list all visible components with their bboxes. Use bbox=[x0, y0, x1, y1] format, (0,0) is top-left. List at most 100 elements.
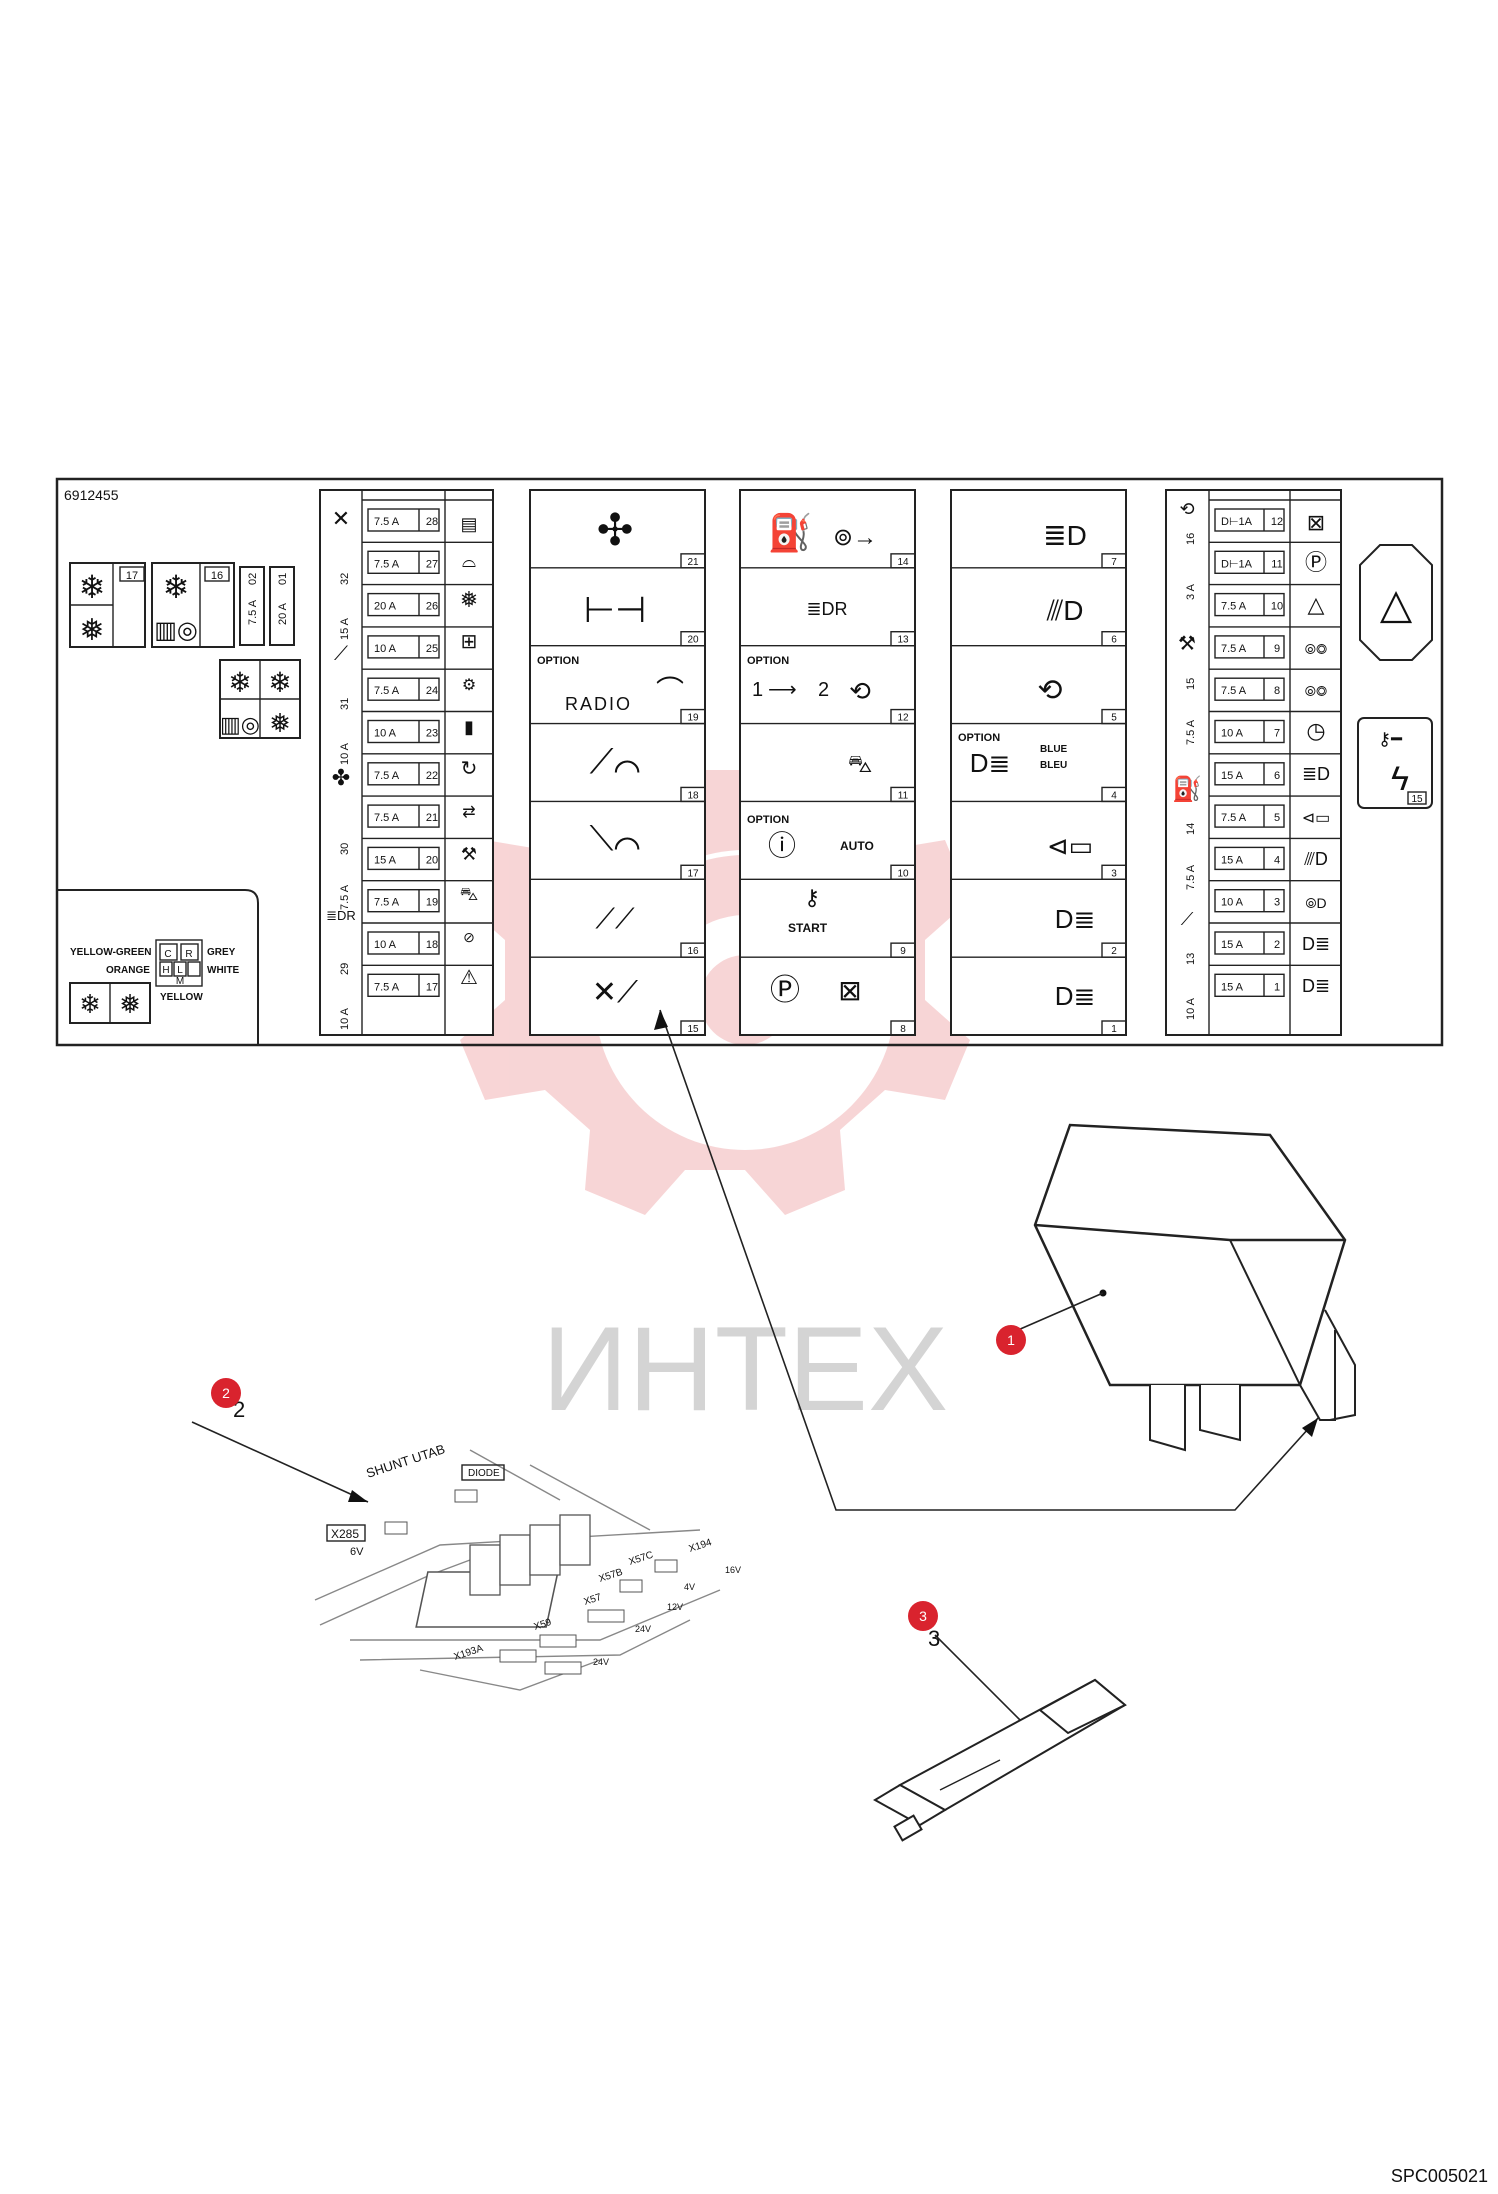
fuse-b-side-num: 16 bbox=[1185, 533, 1197, 545]
relay-start-9: START bbox=[788, 921, 828, 935]
no-seat-icon: ⊠ bbox=[1307, 510, 1325, 535]
fuse-a-num: 22 bbox=[426, 770, 438, 782]
beacon-rotate-icon: ⟲ bbox=[849, 676, 871, 706]
fuse-a-num: 26 bbox=[426, 601, 438, 613]
fuse-b-num: 12 bbox=[1271, 516, 1283, 528]
shunt-title: SHUNT UTAB bbox=[364, 1441, 446, 1481]
callout-badge-2[interactable]: 2 bbox=[211, 1378, 241, 1408]
relay-option-19: OPTION bbox=[537, 655, 579, 667]
fuse-slot bbox=[1214, 635, 1285, 659]
relay-num: 8 bbox=[900, 1024, 906, 1035]
fuse-a-amp: 7.5 A bbox=[374, 685, 400, 697]
fuse-a-num: 24 bbox=[426, 685, 438, 697]
fuse-a-amp: 7.5 A bbox=[374, 981, 400, 993]
legend-l: L bbox=[177, 965, 183, 976]
relay-part bbox=[1017, 1123, 1356, 1452]
fuse-slot bbox=[367, 931, 440, 955]
relay-tag-box bbox=[680, 1020, 706, 1036]
shunt-x57c: X57C bbox=[628, 1550, 655, 1568]
fuse-slot bbox=[1214, 804, 1285, 828]
fuse-b-amp: 7.5 A bbox=[1221, 685, 1247, 697]
relay-num: 11 bbox=[898, 790, 909, 801]
shunt-12v: 12V bbox=[667, 1602, 683, 1612]
fuse-b-num: 11 bbox=[1271, 558, 1282, 570]
brake-icon: ⓘ bbox=[768, 830, 796, 861]
fuse-slot bbox=[1214, 931, 1285, 955]
fuse-a-num: 23 bbox=[426, 728, 438, 740]
work-light-icon: D≣ bbox=[1302, 976, 1330, 996]
relay-dr-13: ≣DR bbox=[806, 599, 847, 619]
wiper-icon: ⟋ bbox=[1181, 909, 1194, 929]
relay-num: 6 bbox=[1111, 635, 1117, 646]
fuse-slot bbox=[1214, 508, 1285, 532]
relay-blue-4: BLUE bbox=[1040, 744, 1068, 755]
legend-yellow: YELLOW bbox=[160, 992, 203, 1003]
wash-icon: ⌓ bbox=[462, 551, 476, 571]
snowflake-icon: ❄ bbox=[79, 989, 101, 1019]
left-fuse-amp-01: 20 A bbox=[277, 602, 289, 625]
fuse-a-num: 19 bbox=[426, 897, 438, 909]
fuse-slot bbox=[367, 635, 440, 659]
shunt-x285: X285 bbox=[331, 1527, 359, 1541]
fuse-b-side-amp: 3 A bbox=[1185, 583, 1197, 600]
fuse-slot bbox=[1214, 846, 1285, 871]
callout-badge-1[interactable]: 1 bbox=[996, 1325, 1026, 1355]
shunt-6v: 6V bbox=[350, 1546, 364, 1558]
fuse-b-amp: 15 A bbox=[1221, 981, 1244, 993]
fuse-slot bbox=[1214, 592, 1285, 617]
heater-icon: ▥◎ bbox=[220, 712, 260, 737]
fuse-b-num: 5 bbox=[1274, 812, 1280, 824]
relay-seq-1: 1 bbox=[752, 679, 763, 701]
legend-white: WHITE bbox=[207, 965, 240, 976]
fuse-b-side-amp: 10 A bbox=[1185, 997, 1197, 1020]
rotate-icon: ↻ bbox=[461, 758, 478, 780]
legend-r: R bbox=[185, 949, 192, 960]
key-switch-label: ⚷━ ϟ 15 bbox=[1357, 717, 1433, 809]
headlight-low-icon: ⫻D bbox=[1304, 849, 1328, 869]
left-fuse-num-02: 02 bbox=[247, 573, 259, 585]
working-light-icon: ⊚→ bbox=[833, 524, 877, 551]
fuse-a-amp: 7.5 A bbox=[374, 897, 400, 909]
fuse-b-num: 4 bbox=[1274, 854, 1280, 866]
grease-tube-part: 3 bbox=[873, 1626, 1127, 1842]
beacon-icon: ⟲ bbox=[1179, 499, 1194, 519]
fuse-slot bbox=[1214, 719, 1285, 744]
relay-num: 14 bbox=[897, 557, 909, 568]
work-light-icon: D≣ bbox=[1302, 934, 1330, 954]
relay-tag-box bbox=[890, 1020, 916, 1036]
defrost-icon: ❅ bbox=[460, 587, 478, 612]
snowflake-icon: ❄ bbox=[163, 569, 190, 605]
legend-m: M bbox=[176, 976, 184, 987]
fuse-a-side-amp: 7.5 A bbox=[339, 884, 351, 910]
relay-option-4: OPTION bbox=[958, 732, 1000, 744]
beacon-rotate-icon: ⟲ bbox=[1037, 674, 1062, 707]
diff-lock-icon: ⚙ bbox=[462, 677, 476, 694]
callout-badge-3[interactable]: 3 bbox=[908, 1601, 938, 1631]
horn-icon: ⊲▭ bbox=[1302, 810, 1331, 827]
fuse-a-num: 27 bbox=[426, 558, 438, 570]
key-icon: ⚷━ bbox=[1378, 729, 1403, 749]
fuse-a-side-num: 30 bbox=[339, 843, 351, 855]
loader-arm-pair-icon: ⟋⟋ bbox=[595, 903, 635, 934]
hazard-switch-label: △ bbox=[1359, 544, 1433, 661]
fuse-b-num: 7 bbox=[1274, 728, 1280, 740]
left-icon-cluster: ❄ ❅ 17 ❄ ▥◎ 16 7.5 A 02 20 A 01 ❄ ❄ ▥◎ ❅ bbox=[69, 562, 301, 739]
fuse-a-amp: 10 A bbox=[374, 643, 397, 655]
fuse-slot bbox=[367, 592, 440, 617]
clover-icon: ✤ bbox=[332, 765, 350, 790]
left-fuse-amp-02: 7.5 A bbox=[247, 599, 259, 625]
fuse-a-side-amp: 10 A bbox=[339, 1007, 351, 1030]
fuse-b-amp: D⊢1A bbox=[1221, 516, 1253, 528]
fuse-a-num: 21 bbox=[426, 812, 438, 824]
watermark-text: ИНТЕХ bbox=[542, 1302, 948, 1436]
callout-badge-2-text: 2 bbox=[222, 1385, 230, 1401]
relay-bleu-4: BLEU bbox=[1040, 760, 1067, 771]
shunt-diode: DIODE bbox=[468, 1468, 500, 1479]
loader-arm-crossed-icon: ✕⟋ bbox=[592, 976, 638, 1009]
parking-brake-icon: Ⓟ bbox=[1305, 550, 1327, 575]
fuse-a-num: 28 bbox=[426, 516, 438, 528]
key-icon: ⚷ bbox=[804, 885, 820, 910]
fuse-slot bbox=[367, 719, 440, 744]
relay-num: 12 bbox=[897, 713, 909, 724]
fuse-slot bbox=[367, 762, 440, 786]
